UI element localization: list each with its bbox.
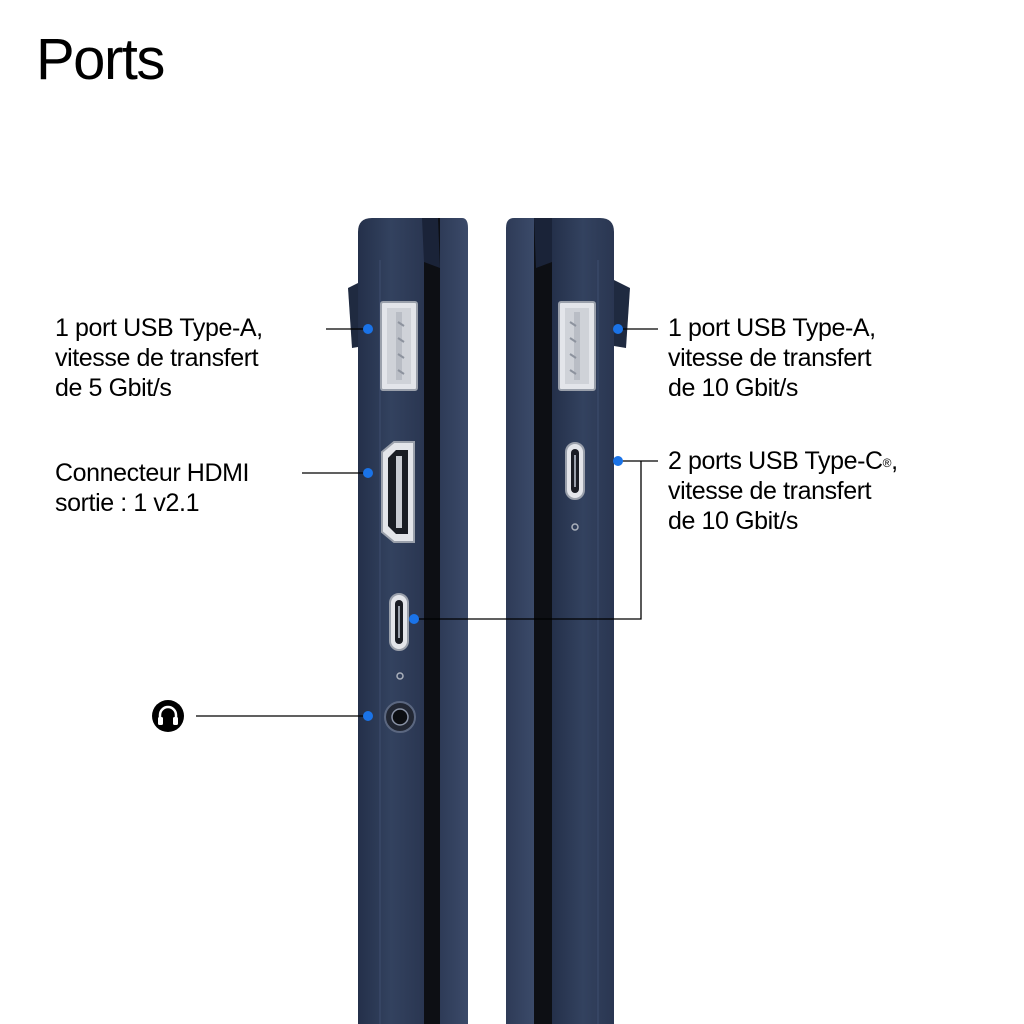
label-right-usb-c-line3: de 10 Gbit/s [668,507,799,535]
leader-usb-c-shared [414,461,642,620]
left-lid-top [422,218,440,268]
left-usb-c-port [389,593,409,651]
label-right-usb-c-line1: 2 ports USB Type-C®, [668,447,898,475]
left-audio-jack [384,701,416,733]
left-lid [440,218,468,1024]
label-right-usb-c: 2 ports USB Type-C®, vitesse de transfer… [668,446,898,536]
right-side-view [506,218,630,1024]
left-gap [424,218,440,1024]
label-left-usb-a-line2: vitesse de transfert [55,344,259,372]
label-left-hdmi-line2: sortie : 1 v2.1 [55,489,200,517]
registered-mark: ® [882,456,892,470]
label-right-usb-a: 1 port USB Type-A, vitesse de transfert … [668,313,876,403]
right-led [571,523,579,531]
leader-lines [196,328,658,717]
label-left-usb-a-line3: de 5 Gbit/s [55,374,172,402]
left-led [396,672,404,680]
headphone-icon [152,700,184,732]
label-right-usb-a-line1: 1 port USB Type-A, [668,314,876,342]
callout-dots [363,324,623,721]
label-right-usb-c-line2: vitesse de transfert [668,477,872,505]
left-side-view [348,218,468,1024]
label-right-usb-a-line3: de 10 Gbit/s [668,374,799,402]
left-hdmi-port [381,441,415,543]
right-lid [506,218,534,1024]
label-right-usb-a-line2: vitesse de transfert [668,344,872,372]
label-left-usb-a: 1 port USB Type-A, vitesse de transfert … [55,313,263,403]
label-left-usb-a-line1: 1 port USB Type-A, [55,314,263,342]
label-left-hdmi-line1: Connecteur HDMI [55,459,250,487]
right-usb-c-port [565,442,585,500]
page-title: Ports [36,27,165,92]
right-gap [534,218,554,1024]
right-lid-top [534,218,552,268]
right-hinge-bump [614,280,630,348]
right-usb-a-port [558,301,596,391]
left-usb-a-port [380,301,418,391]
label-left-hdmi: Connecteur HDMI sortie : 1 v2.1 [55,458,249,518]
